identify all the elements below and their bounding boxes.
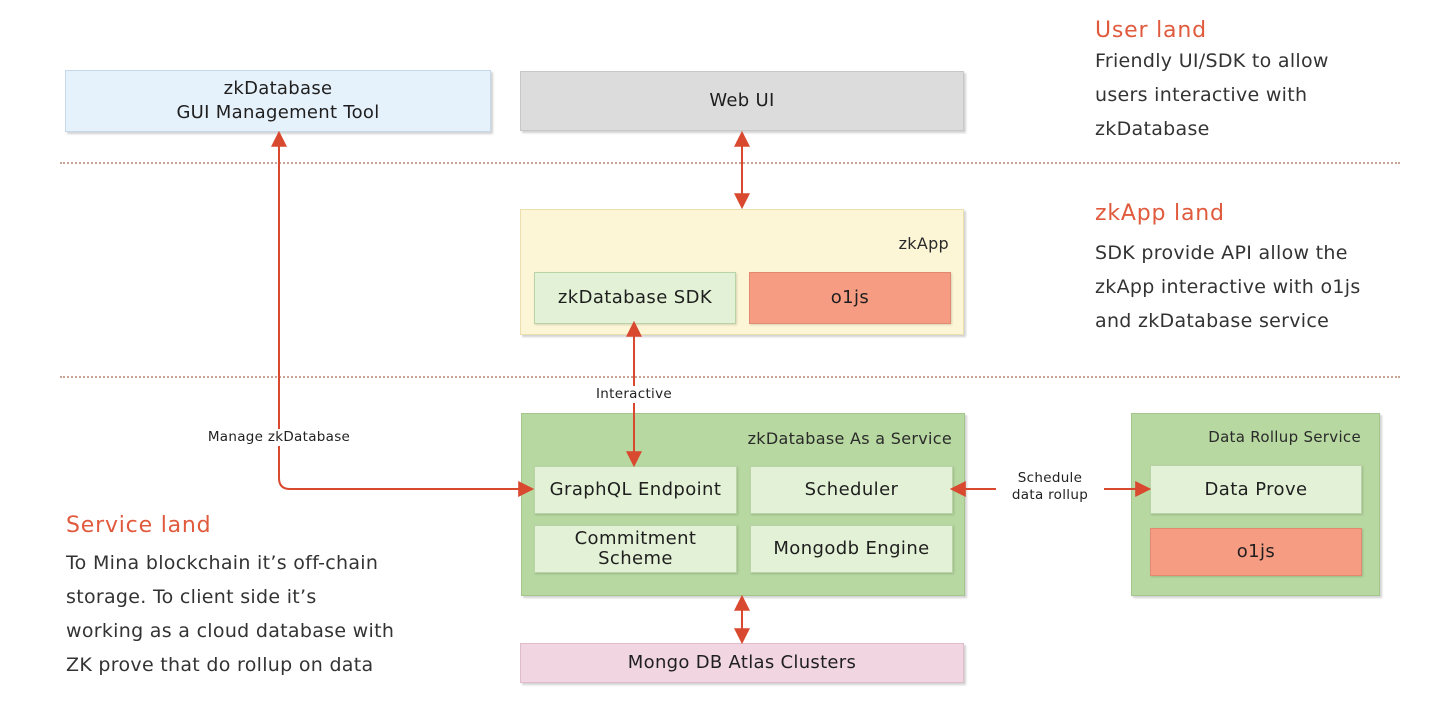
mongo-atlas-label: Mongo DB Atlas Clusters: [627, 651, 857, 673]
graphql-endpoint-box: GraphQL Endpoint: [534, 466, 737, 514]
commitment-line2: Scheme: [598, 548, 673, 569]
scheduler-label: Scheduler: [804, 479, 899, 501]
rollup-o1js-box: o1js: [1150, 528, 1362, 576]
service-land-title: Service land: [66, 513, 212, 538]
graphql-label: GraphQL Endpoint: [549, 479, 722, 501]
schedule-data-rollup-label: Schedule data rollup: [996, 470, 1104, 504]
sdk-label: zkDatabase SDK: [557, 287, 713, 309]
user-land-line: zkDatabase: [1095, 118, 1210, 140]
zkapp-panel-title: zkApp: [898, 234, 949, 253]
zkapp-panel: zkApp zkDatabase SDK o1js: [520, 209, 964, 335]
zkapp-land-title: zkApp land: [1095, 201, 1225, 226]
web-ui-label: Web UI: [709, 89, 775, 111]
gui-tool-title: zkDatabase: [223, 77, 333, 99]
mongodb-engine-box: Mongodb Engine: [750, 525, 953, 573]
rollup-panel-title: Data Rollup Service: [1208, 428, 1361, 446]
rollup-o1js-label: o1js: [1236, 541, 1276, 563]
service-land-line: working as a cloud database with: [66, 620, 395, 642]
user-land-description: Friendly UI/SDK to allow users interacti…: [1095, 44, 1329, 146]
service-land-line: To Mina blockchain it’s off-chain: [66, 552, 379, 574]
zkapp-o1js-label: o1js: [830, 287, 870, 309]
mongo-atlas-box: Mongo DB Atlas Clusters: [520, 643, 964, 683]
user-land-line: Friendly UI/SDK to allow: [1095, 50, 1329, 72]
service-land-line: storage. To client side it’s: [66, 586, 317, 608]
data-rollup-service-panel: Data Rollup Service Data Prove o1js: [1131, 413, 1380, 596]
zkdatabase-service-panel: zkDatabase As a Service GraphQL Endpoint…: [521, 413, 965, 596]
data-prove-label: Data Prove: [1204, 478, 1308, 500]
schedule-line2: data rollup: [1011, 487, 1089, 503]
arrow-gui-graphql: [271, 130, 535, 497]
service-panel-title: zkDatabase As a Service: [747, 429, 952, 448]
commitment-line1: Commitment: [574, 528, 697, 550]
mongodb-engine-label: Mongodb Engine: [773, 538, 930, 560]
data-prove-box: Data Prove: [1150, 465, 1362, 514]
zkapp-o1js-box: o1js: [749, 272, 951, 324]
divider-user-zkapp: [60, 162, 1400, 164]
commitment-scheme-box: Commitment Scheme: [534, 525, 737, 573]
scheduler-box: Scheduler: [750, 466, 953, 514]
web-ui-box: Web UI: [520, 71, 964, 131]
schedule-line1: Schedule: [1017, 470, 1083, 486]
zkapp-land-description: SDK provide API allow the zkApp interact…: [1095, 236, 1361, 338]
zkapp-land-line: SDK provide API allow the: [1095, 242, 1348, 264]
zkapp-land-line: zkApp interactive with o1js: [1095, 276, 1361, 298]
zkapp-land-line: and zkDatabase service: [1095, 310, 1330, 332]
user-land-title: User land: [1095, 18, 1207, 43]
interactive-label: Interactive: [584, 386, 684, 403]
manage-zkdatabase-label: Manage zkDatabase: [193, 429, 365, 446]
service-land-description: To Mina blockchain it’s off-chain storag…: [66, 546, 394, 682]
zkdatabase-sdk-box: zkDatabase SDK: [534, 272, 736, 324]
service-land-line: ZK prove that do rollup on data: [66, 654, 374, 676]
divider-zkapp-service: [60, 376, 1400, 378]
gui-tool-subtitle: GUI Management Tool: [176, 102, 380, 123]
user-land-line: users interactive with: [1095, 84, 1308, 106]
